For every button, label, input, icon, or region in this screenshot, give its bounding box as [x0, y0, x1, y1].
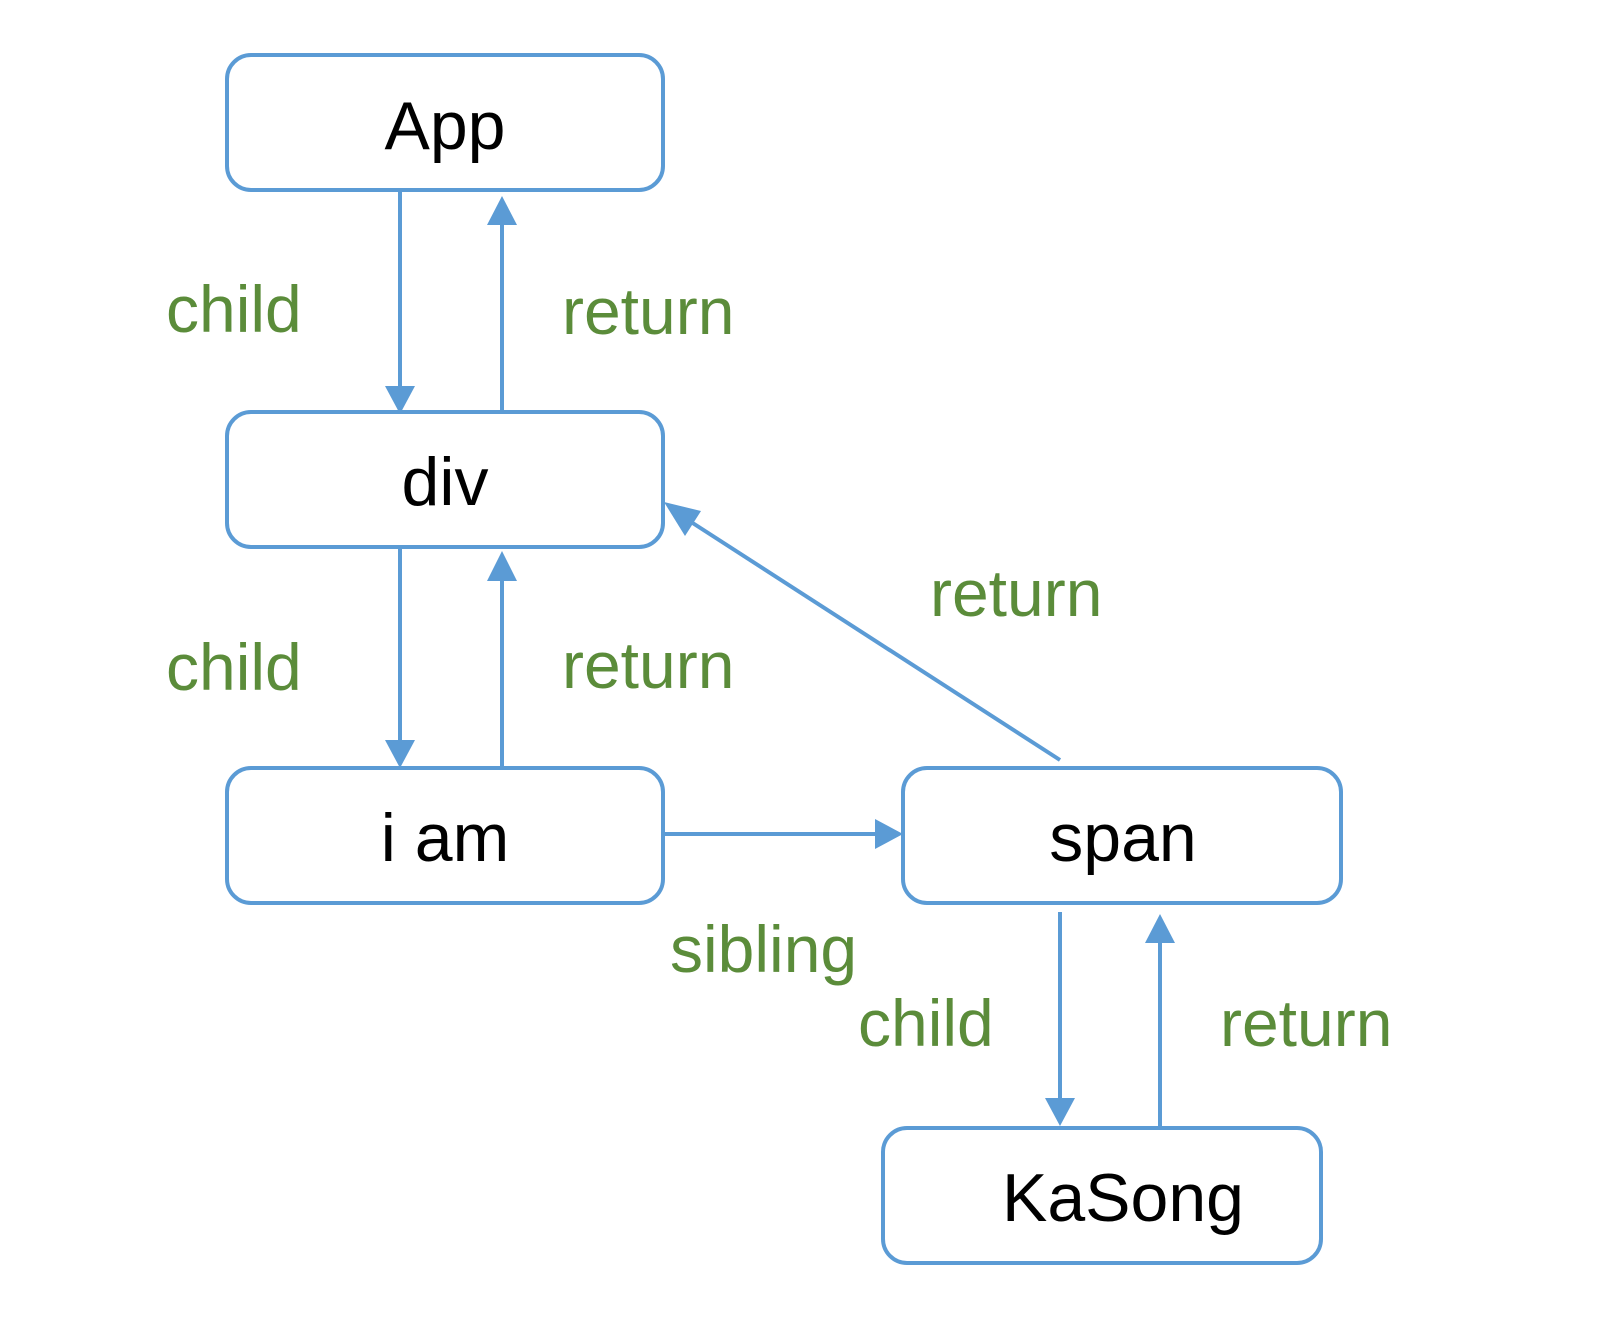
edge-label-div-iam-child: child: [166, 630, 302, 704]
edge-label-div-app-return: return: [562, 274, 734, 348]
edge-span-kasong-child: [1045, 912, 1075, 1126]
edge-kasong-span-return: [1145, 914, 1175, 1128]
edge-label-iam-span-sibling: sibling: [670, 912, 857, 986]
node-app: App: [225, 53, 665, 192]
edge-iam-div-return: [487, 551, 517, 768]
edge-div-app-return: [487, 196, 517, 412]
node-div: div: [225, 410, 665, 549]
node-kasong: KaSong: [881, 1126, 1323, 1265]
node-i-am-label: i am: [381, 800, 509, 876]
edge-div-iam-child: [385, 548, 415, 768]
edge-label-iam-div-return: return: [562, 628, 734, 702]
edge-span-div-return: [664, 502, 1062, 762]
node-app-label: App: [385, 88, 506, 164]
edge-iam-span-sibling: [663, 819, 903, 849]
edge-label-span-kasong-child: child: [858, 986, 994, 1060]
node-kasong-label: KaSong: [1002, 1160, 1244, 1236]
node-span-label: span: [1049, 800, 1196, 876]
node-span: span: [901, 766, 1343, 905]
node-div-label: div: [402, 444, 489, 520]
edge-label-span-div-return: return: [930, 556, 1102, 630]
node-i-am: i am: [225, 766, 665, 905]
edge-label-kasong-span-return: return: [1220, 986, 1392, 1060]
edge-app-div-child: [385, 192, 415, 414]
edge-label-app-div-child: child: [166, 272, 302, 346]
